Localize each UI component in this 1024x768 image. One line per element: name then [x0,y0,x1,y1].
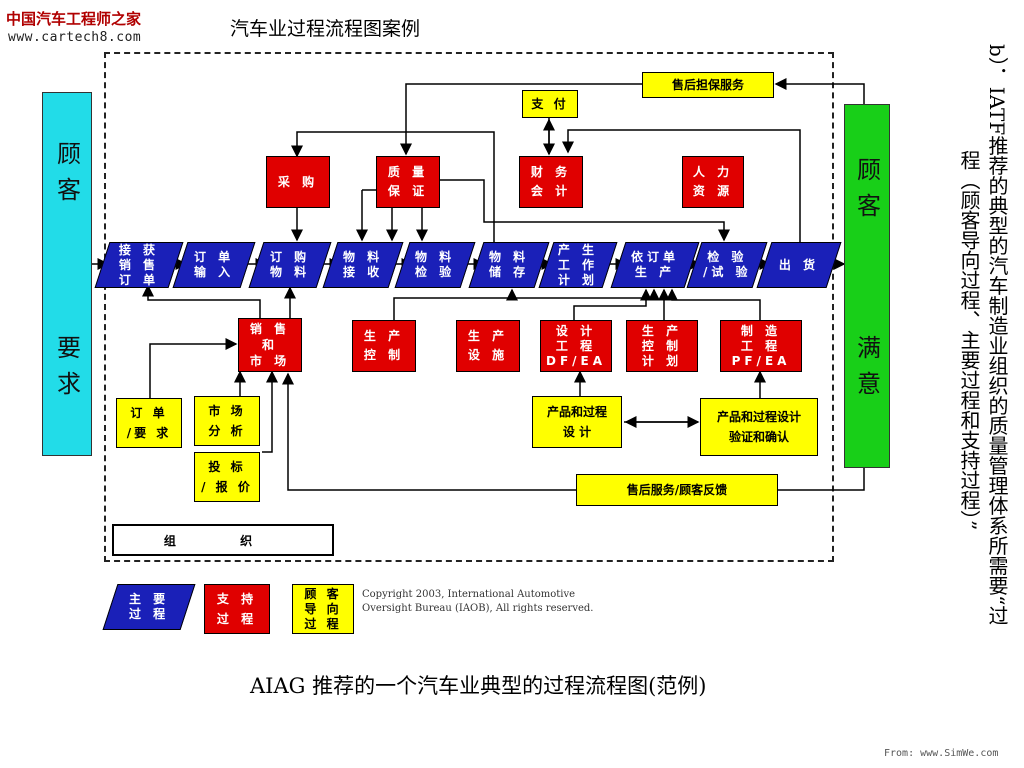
side-text-line-1: b）．IATF推荐的典型的汽车制造业组织的质量管理体系所需要“过 [985,44,1009,626]
customer-label: 顾客 [852,157,881,229]
customer-design-verification: 产品和过程设计 验证和确认 [700,398,818,456]
organization-bar: 组 织 [112,524,334,556]
support-purchase: 采 购 [266,156,330,208]
customer-warranty-service: 售后担保服务 [642,72,774,98]
customer-label: 顾客 [52,141,81,213]
support-manufacturing-engineering: 制 造 工 程 PF/EA [720,320,802,372]
customer-bid-quote: 投 标 / 报 价 [194,452,260,502]
legend-main-process: 主 要 过 程 [102,584,196,630]
source-tag: From: www.SimWe.com [884,748,999,759]
main-process-produce-to-order: 依订单 生 产 [610,242,700,288]
figure-caption: AIAG 推荐的一个汽车业典型的过程流程图(范例) [250,674,707,698]
support-production-control-plan: 生 产 控 制 计 划 [626,320,698,372]
watermark-url: www.cartech8.com [8,30,142,45]
support-production-facility: 生 产 设 施 [456,320,520,372]
diagram-title: 汽车业过程流程图案例 [230,18,421,40]
main-process-ship: 出 货 [756,242,842,288]
satisfaction-label: 满意 [852,335,881,407]
legend-customer-process: 顾 客 导 向 过 程 [292,584,354,634]
requirements-label: 要求 [52,335,81,407]
customer-payment: 支 付 [522,90,578,118]
legend-support-process: 支 持 过 程 [204,584,270,634]
support-sales-market: 销 售 和 市 场 [238,318,302,372]
customer-market-analysis: 市 场 分 析 [194,396,260,446]
customer-satisfaction-bar: 顾客 满意 [844,104,890,468]
organization-frame [104,52,834,562]
customer-order-request: 订 单 /要 求 [116,398,182,448]
customer-after-sales-feedback: 售后服务/顾客反馈 [576,474,778,506]
copyright-notice: Copyright 2003, International Automotive… [362,589,594,614]
watermark-brand: 中国汽车工程师之家 [6,10,142,28]
customer-requirements-bar: 顾客 要求 [42,92,92,456]
support-human-resources: 人 力 资 源 [682,156,744,208]
support-finance: 财 务 会 计 [519,156,583,208]
support-quality-assurance: 质 量 保 证 [376,156,440,208]
customer-product-process-design: 产品和过程 设 计 [532,396,622,448]
main-process-receive-order: 接 获 销 售 订 单 [94,242,184,288]
side-text-line-2: 程（顾客导向过程、主要过程和支持过程）” [957,150,981,531]
support-design-engineering: 设 计 工 程 DF/EA [540,320,612,372]
support-production-control: 生 产 控 制 [352,320,416,372]
